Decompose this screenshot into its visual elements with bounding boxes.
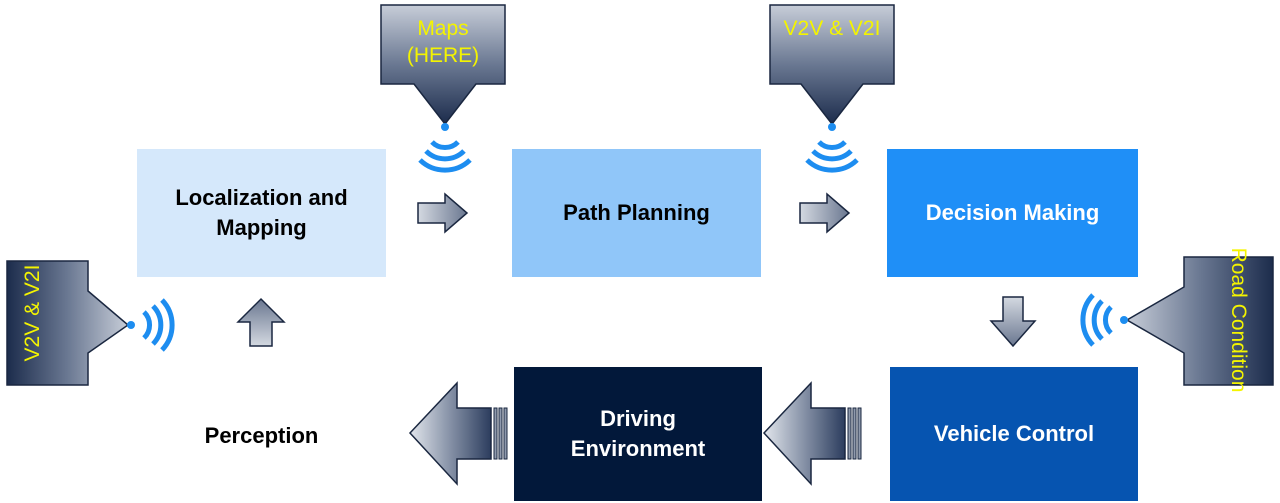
maps-source-label: Maps (HERE) <box>406 17 480 67</box>
vehicle-control-block: Vehicle Control <box>890 367 1138 501</box>
perception-block: Perception <box>137 400 386 472</box>
decision-making-block: Decision Making <box>887 149 1138 277</box>
arrow-localization-to-path-icon <box>417 192 469 234</box>
v2v-top-source-callout <box>769 4 895 131</box>
arrow-path-to-decision-icon <box>799 192 851 234</box>
arrow-driving-to-perception-icon <box>408 381 508 486</box>
v2v-left-source-callout <box>6 260 135 386</box>
road-condition-source-callout <box>1120 256 1274 386</box>
path-planning-label: Path Planning <box>563 200 710 225</box>
decision-making-label: Decision Making <box>925 200 1100 225</box>
arrow-vehicle-to-driving-icon <box>762 381 862 486</box>
wifi-signal-icon <box>142 298 175 352</box>
perception-label: Perception <box>204 423 319 448</box>
driving-environment-block: Driving Environment <box>514 367 762 501</box>
wifi-signal-icon <box>1080 293 1113 347</box>
arrow-perception-to-localization-icon <box>236 297 286 347</box>
localization-block: Localization and Mapping <box>137 149 386 277</box>
path-planning-block: Path Planning <box>512 149 761 277</box>
arrow-decision-to-vehicle-icon <box>989 296 1037 348</box>
driving-environment-label: Driving Environment <box>570 406 706 461</box>
wifi-signal-icon <box>418 140 472 173</box>
road-condition-source-label: Road Condition <box>1227 247 1250 393</box>
localization-label: Localization and Mapping <box>175 185 348 240</box>
v2v-top-source-label: V2V & V2I <box>783 17 881 40</box>
maps-source-callout <box>380 4 506 131</box>
vehicle-control-label: Vehicle Control <box>933 421 1095 446</box>
wifi-signal-icon <box>805 140 859 173</box>
v2v-left-source-label: V2V & V2I <box>21 264 44 362</box>
